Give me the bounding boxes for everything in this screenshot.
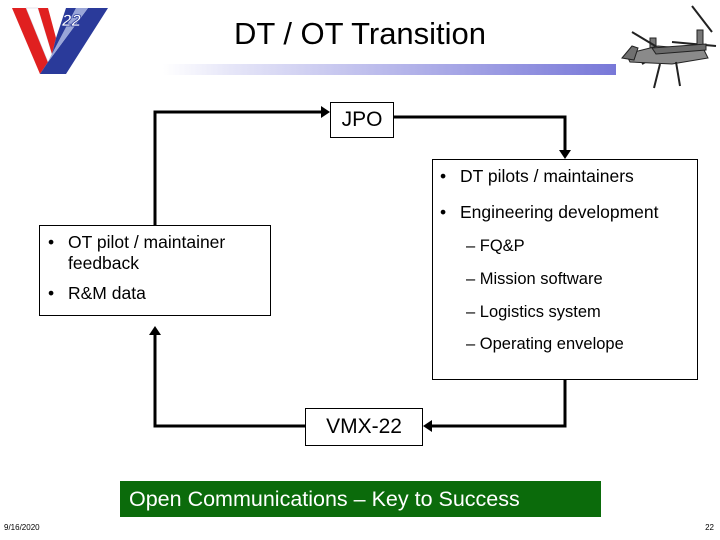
subitem-logistics-system: – Logistics system: [466, 303, 601, 321]
bullet-dot: •: [440, 202, 447, 222]
title-underline-bar: [163, 64, 616, 75]
key-message-banner: Open Communications – Key to Success: [120, 481, 601, 517]
footer-date: 9/16/2020: [4, 523, 40, 532]
jpo-box: JPO: [330, 102, 394, 138]
bullet-dot: •: [440, 166, 447, 186]
arrow-vmx-to-left-box: [153, 333, 305, 428]
arrow-right-box-to-vmx: [430, 380, 567, 428]
svg-text:22: 22: [61, 11, 81, 30]
dt-pilots-text: DT pilots / maintainers: [460, 166, 634, 186]
ot-feedback-item: • OT pilot / maintainer feedback: [48, 232, 264, 274]
engineering-dev-text: Engineering development: [460, 202, 659, 222]
engineering-dev-item: • Engineering development: [440, 202, 658, 223]
dt-activities-box: • DT pilots / maintainers • Engineering …: [432, 159, 698, 380]
ot-feedback-box: • OT pilot / maintainer feedback • R&M d…: [39, 225, 271, 316]
rm-data-item: • R&M data: [48, 283, 264, 304]
v22-logo-icon: 22: [12, 7, 108, 74]
tiltrotor-aircraft-icon: [621, 5, 717, 89]
vmx22-box: VMX-22: [305, 408, 423, 446]
page-number: 22: [705, 523, 714, 532]
arrow-jpo-to-right-box: [394, 115, 567, 152]
subitem-fqp: – FQ&P: [466, 237, 525, 255]
dt-pilots-item: • DT pilots / maintainers: [440, 166, 634, 187]
bullet-dot: •: [48, 232, 55, 252]
slide-title: DT / OT Transition: [233, 16, 487, 51]
subitem-operating-envelope: – Operating envelope: [466, 335, 624, 353]
bullet-dot: •: [48, 283, 55, 303]
ot-feedback-text: OT pilot / maintainer feedback: [68, 232, 226, 273]
arrow-left-box-to-jpo: [153, 110, 323, 225]
rm-data-text: R&M data: [68, 283, 146, 303]
subitem-mission-software: – Mission software: [466, 270, 603, 288]
